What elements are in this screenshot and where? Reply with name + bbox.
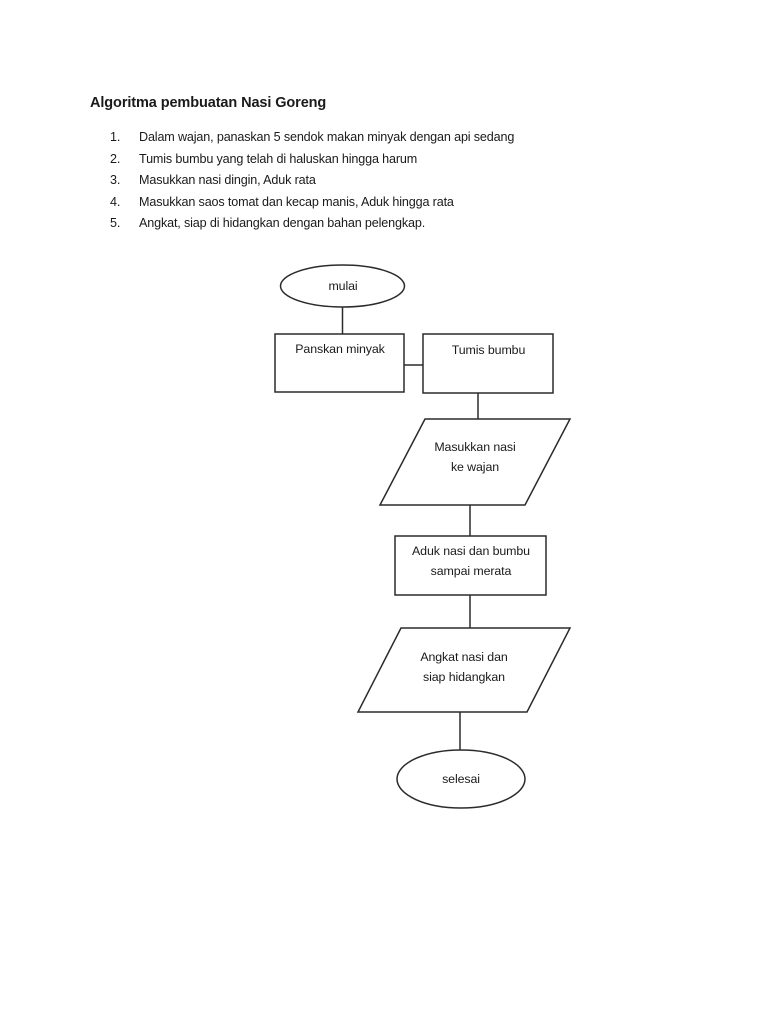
node-panaskan-shape [274, 333, 405, 393]
list-item-text: Tumis bumbu yang telah di haluskan hingg… [139, 151, 418, 166]
list-item: 3. Masukkan nasi dingin, Aduk rata [110, 173, 670, 195]
list-item-number: 3. [110, 173, 121, 187]
node-masukkan-shape [378, 418, 572, 506]
node-selesai-shape [396, 749, 526, 809]
list-item-number: 1. [110, 130, 121, 144]
list-item-text: Masukkan saos tomat dan kecap manis, Adu… [139, 194, 454, 209]
list-item-number: 5. [110, 216, 121, 230]
page-title: Algoritma pembuatan Nasi Goreng [90, 95, 327, 111]
node-aduk-shape [394, 535, 547, 596]
node-tumis-shape [422, 333, 554, 394]
algorithm-steps-list: 1. Dalam wajan, panaskan 5 sendok makan … [110, 130, 670, 238]
list-item-number: 2. [110, 151, 121, 166]
list-item: 2. Tumis bumbu yang telah di haluskan hi… [110, 152, 670, 174]
list-item-text: Masukkan nasi dingin, Aduk rata [139, 173, 316, 187]
list-item-text: Angkat, siap di hidangkan dengan bahan p… [139, 216, 426, 230]
list-item: 5. Angkat, siap di hidangkan dengan baha… [110, 216, 670, 238]
list-item-number: 4. [110, 194, 121, 209]
list-item: 4. Masukkan saos tomat dan kecap manis, … [110, 195, 670, 217]
node-mulai-shape [279, 264, 406, 308]
list-item-text: Dalam wajan, panaskan 5 sendok makan min… [139, 130, 515, 144]
node-angkat-shape [356, 627, 572, 713]
list-item: 1. Dalam wajan, panaskan 5 sendok makan … [110, 130, 670, 152]
